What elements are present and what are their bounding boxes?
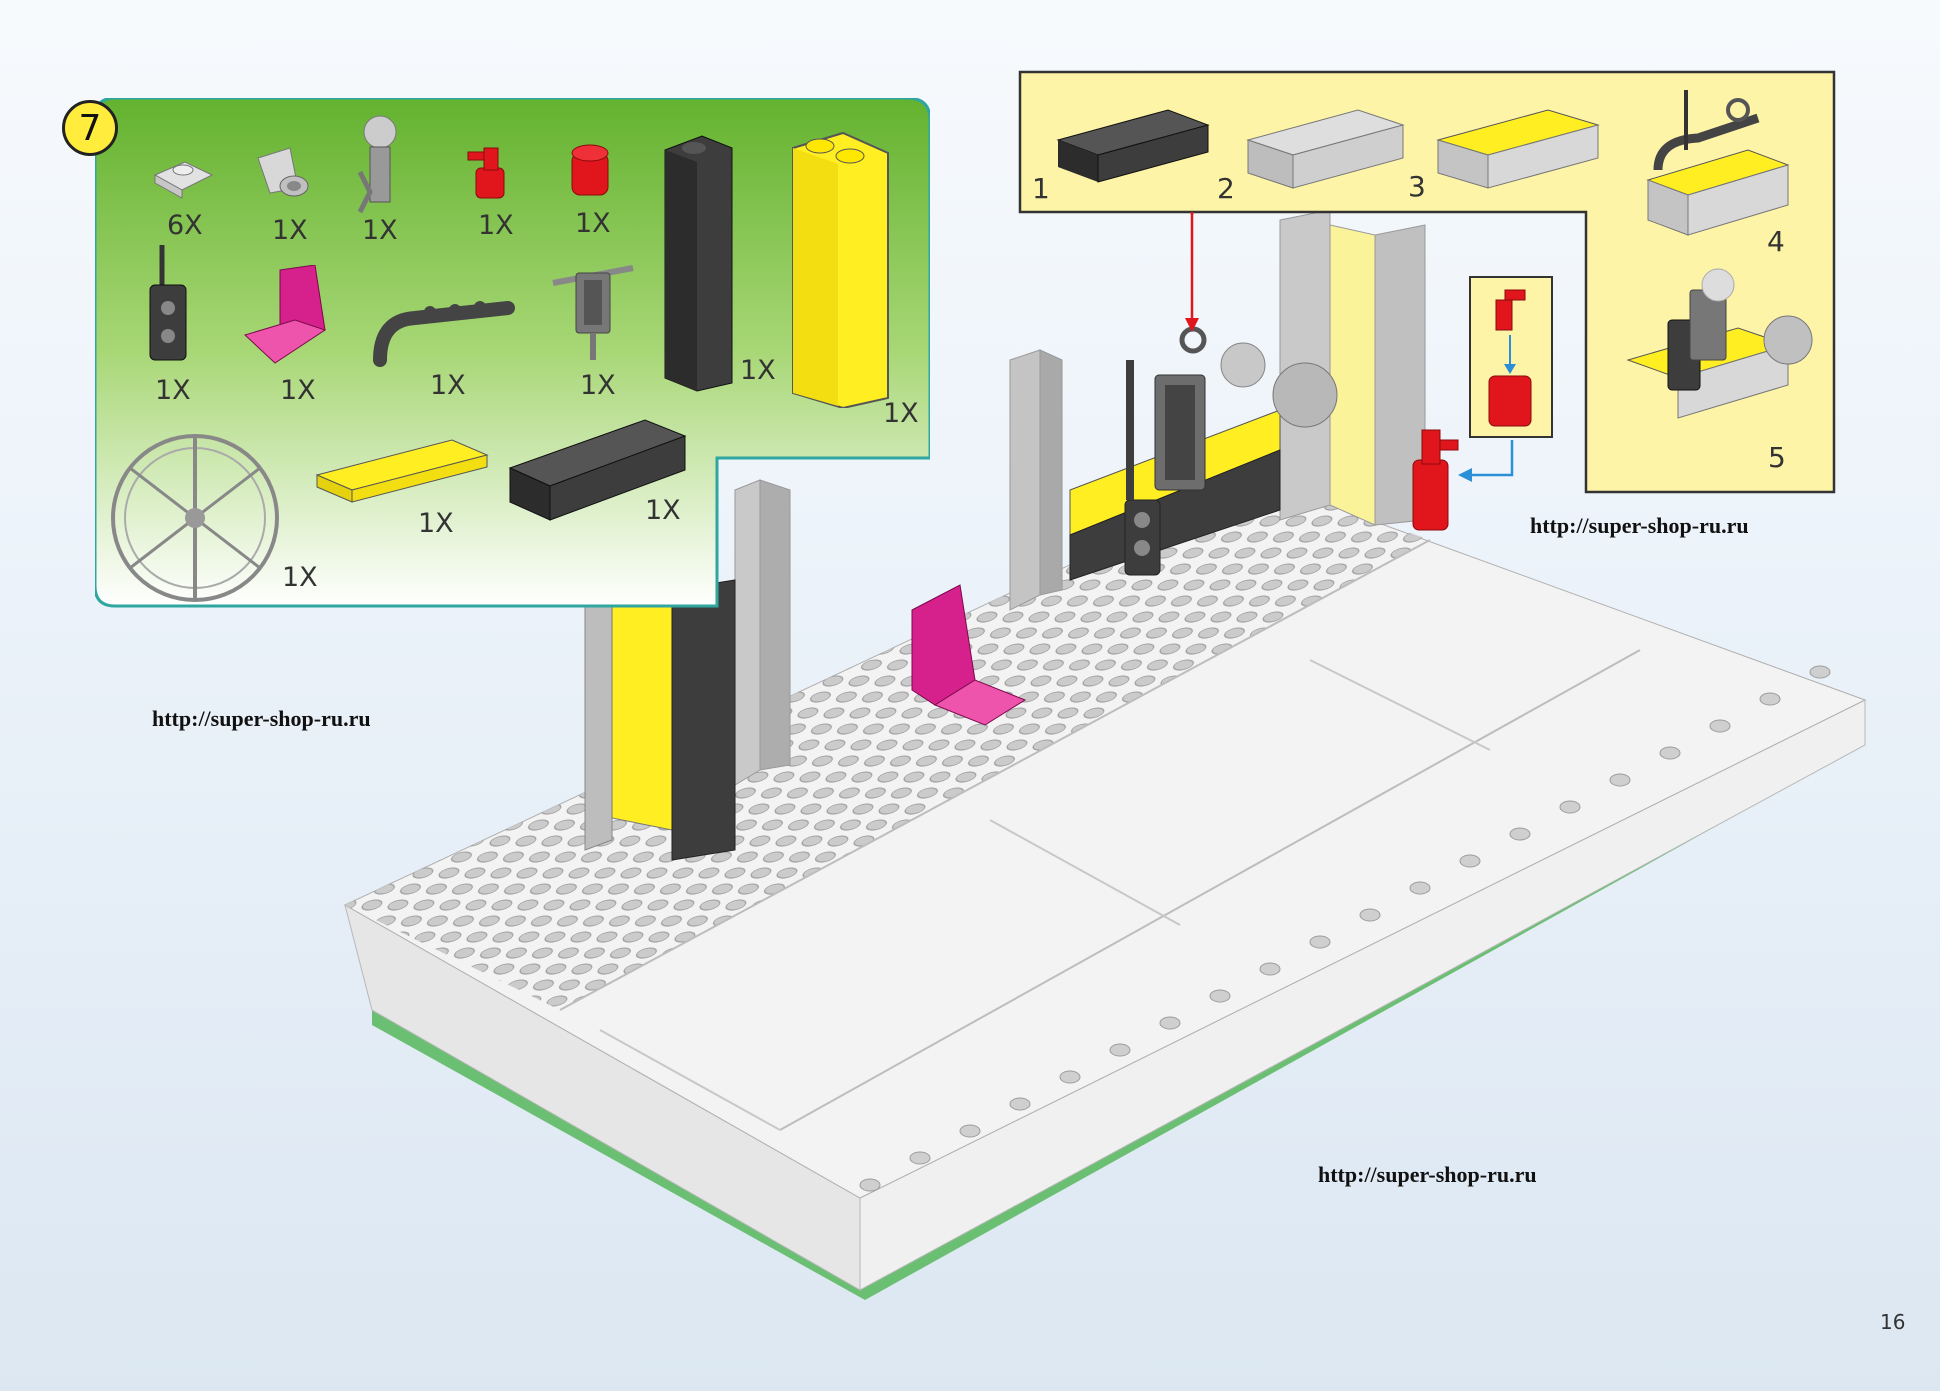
callout-arrow-blue: [1470, 440, 1514, 477]
clip-plate-icon: [153, 161, 214, 199]
red-faucet-icon: [467, 147, 505, 199]
part-qty-dark-column: 1X: [740, 355, 776, 386]
part-qty-grill-tool: 1X: [580, 370, 616, 401]
substep-1-illustration: [1056, 109, 1210, 183]
substeps-panel: [1018, 70, 1836, 494]
watermark-url-2: http://super-shop-ru.ru: [152, 706, 371, 731]
part-qty-red-round-brick: 1X: [575, 208, 611, 239]
part-qty-hose-bar: 1X: [430, 370, 466, 401]
studded-area: [345, 478, 1430, 1010]
watermark-url-1: http://super-shop-ru.ru: [1530, 513, 1749, 538]
part-qty-yellow-column: 1X: [883, 398, 919, 429]
back-grey-column: [1009, 349, 1063, 611]
substep-3-illustration: [1436, 109, 1600, 189]
dark-column-brick-icon: [664, 135, 733, 392]
part-qty-yellow-plate: 1X: [418, 508, 454, 539]
hose-bar-icon: [373, 301, 515, 367]
walkie-talkie-icon: [149, 245, 187, 361]
step-number-badge: 7: [62, 100, 118, 156]
watermark-url-3: http://super-shop-ru.ru: [1318, 1162, 1537, 1187]
yellow-column-brick-icon: [792, 131, 889, 408]
substep-number-2: 2: [1217, 172, 1235, 205]
part-qty-dark-brick: 1X: [645, 495, 681, 526]
mid-grey-column: [734, 479, 791, 786]
machinery-cluster: [1069, 326, 1338, 581]
part-qty-light-cone: 1X: [272, 215, 308, 246]
part-qty-claw-arm: 1X: [362, 215, 398, 246]
part-qty-clip-plate: 6X: [167, 210, 203, 241]
light-cone-icon: [257, 147, 309, 197]
substep-number-3: 3: [1408, 170, 1426, 203]
back-yellow-column: [1279, 209, 1426, 526]
pink-seat-icon: [244, 265, 327, 364]
part-qty-walkie-talkie: 1X: [155, 375, 191, 406]
substep-2-illustration: [1246, 109, 1405, 189]
substep-4-illustration: [1646, 90, 1790, 236]
substep-number-1: 1: [1032, 172, 1050, 205]
pink-seat: [911, 584, 1027, 726]
grill-tool-icon: [552, 265, 634, 360]
part-qty-wheel-rim: 1X: [282, 562, 318, 593]
claw-arm-icon: [357, 115, 397, 214]
inset-faucet-box: [1469, 276, 1553, 438]
part-qty-red-faucet: 1X: [478, 210, 514, 241]
yellow-plate-1x6-icon: [315, 439, 489, 503]
substep-number-4: 4: [1767, 225, 1785, 258]
wheel-rim-icon: [111, 434, 279, 602]
page-number: 16: [1880, 1310, 1906, 1334]
dark-brick-1x6-icon: [508, 419, 687, 521]
edge-studs: [859, 665, 1831, 1192]
step-number: 7: [78, 107, 102, 149]
red-round-brick-icon: [571, 144, 609, 196]
substep-number-5: 5: [1768, 441, 1786, 474]
red-extinguisher: [1412, 429, 1459, 531]
substep-5-illustration: [1626, 268, 1813, 419]
part-qty-pink-seat: 1X: [280, 375, 316, 406]
